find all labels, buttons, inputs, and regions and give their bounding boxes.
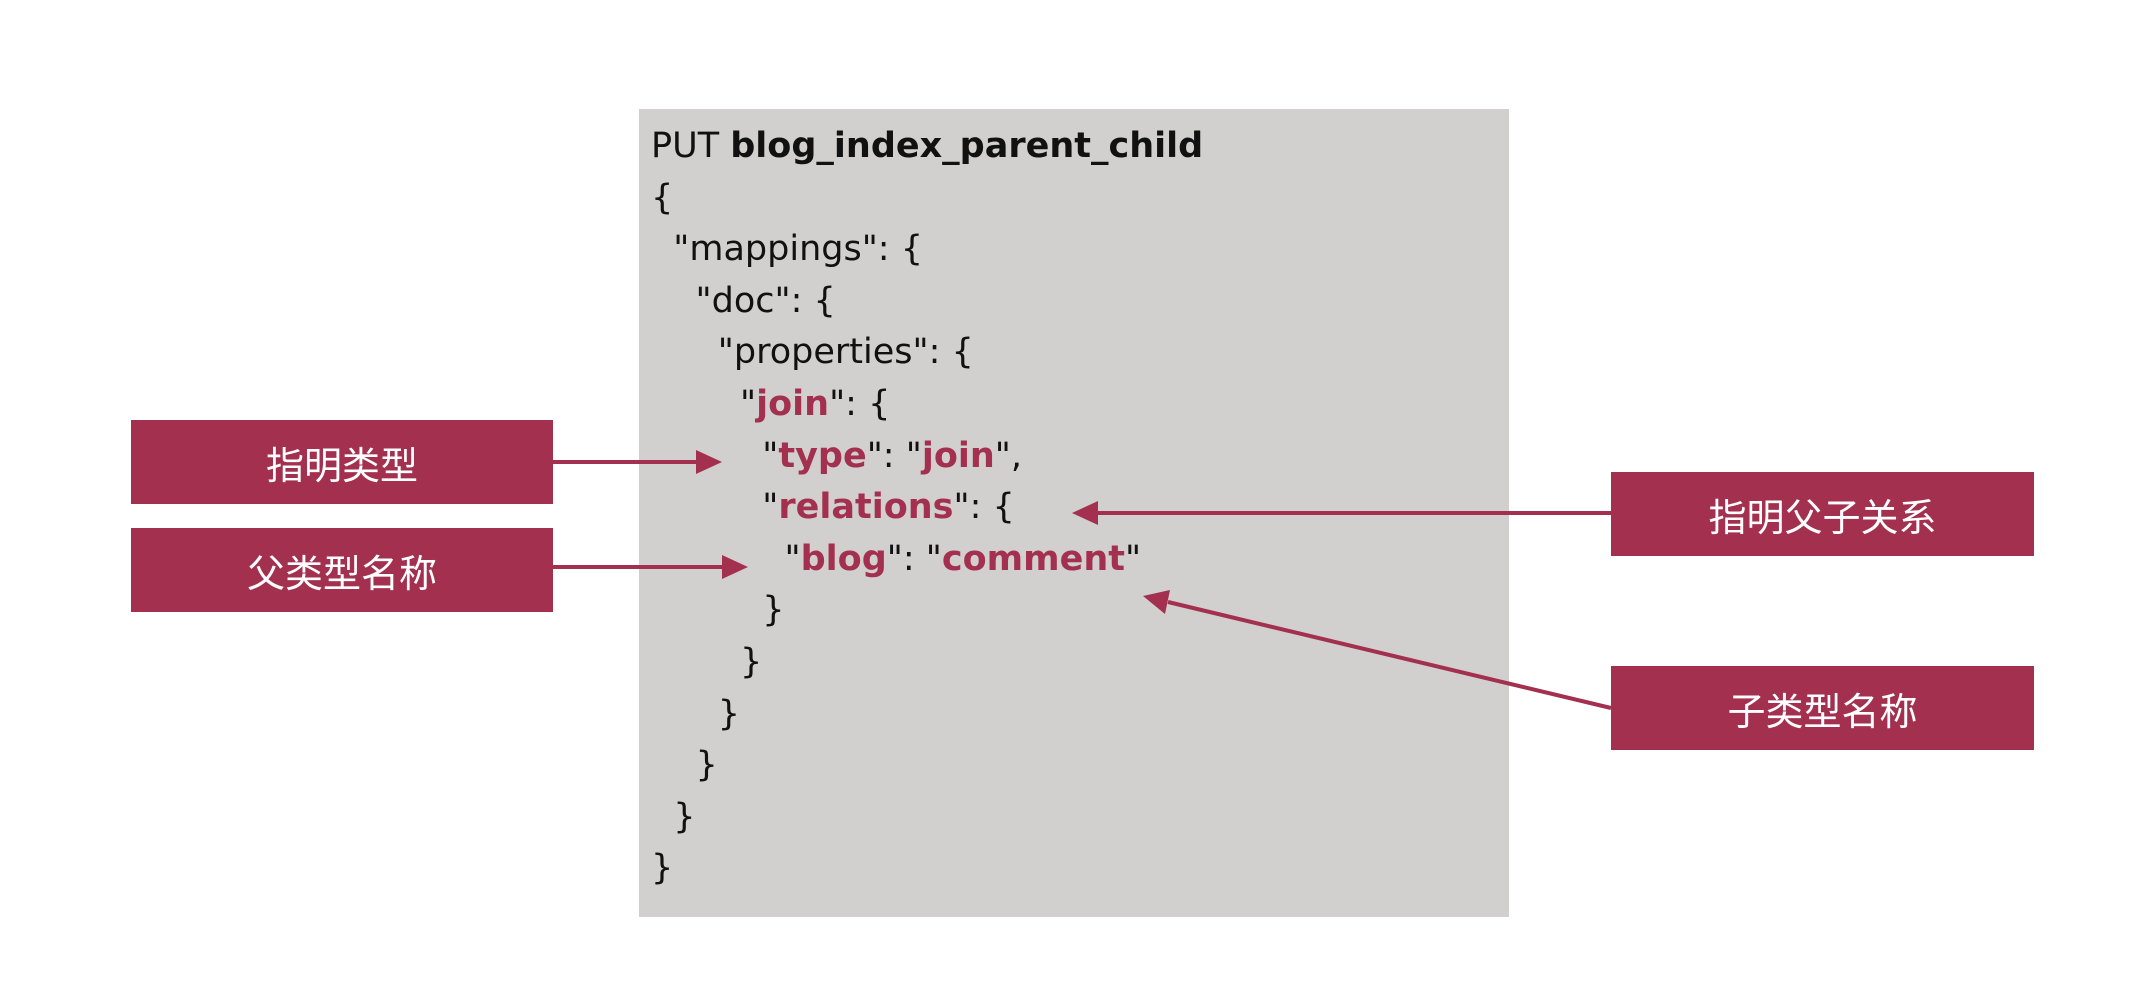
parent-name: blog <box>800 538 887 579</box>
code-line-close-properties: } <box>717 693 741 734</box>
code-line-close-doc: } <box>695 745 718 786</box>
code-line-open: { <box>651 177 674 218</box>
arrow-to-child <box>1167 600 1612 710</box>
code-line-join: "join": { <box>651 383 891 424</box>
callout-specify-type: 指明类型 <box>131 420 553 504</box>
callout-specify-parent-child: 指明父子关系 <box>1611 472 2034 556</box>
code-line-request: PUT blog_index_parent_child <box>651 121 1203 173</box>
mapping-code: PUT blog_index_parent_child{ "mappings":… <box>651 121 1203 895</box>
code-line-close-join: } <box>740 641 763 682</box>
code-line-close-relations: } <box>762 590 785 631</box>
code-line-properties: "properties": { <box>717 332 974 373</box>
code-line-doc: "doc": { <box>695 280 836 321</box>
callout-child-type-name: 子类型名称 <box>1611 666 2034 750</box>
code-line-parent-child: "blog": "comment" <box>784 538 1142 579</box>
code-line-mappings: "mappings": { <box>673 229 923 270</box>
code-line-close-root: } <box>651 848 674 889</box>
code-line-relations: "relations": { <box>651 487 1015 528</box>
join-field-name: join <box>756 383 830 424</box>
type-value: join <box>921 435 995 476</box>
type-key: type <box>778 435 867 476</box>
code-line-close-mappings: } <box>673 796 696 837</box>
relations-key: relations <box>778 487 954 528</box>
child-name: comment <box>941 538 1126 579</box>
http-method: PUT <box>651 126 720 166</box>
callout-parent-type-name: 父类型名称 <box>131 528 553 612</box>
code-line-type: "type": "join", <box>651 435 1023 476</box>
index-name: blog_index_parent_child <box>730 126 1204 166</box>
